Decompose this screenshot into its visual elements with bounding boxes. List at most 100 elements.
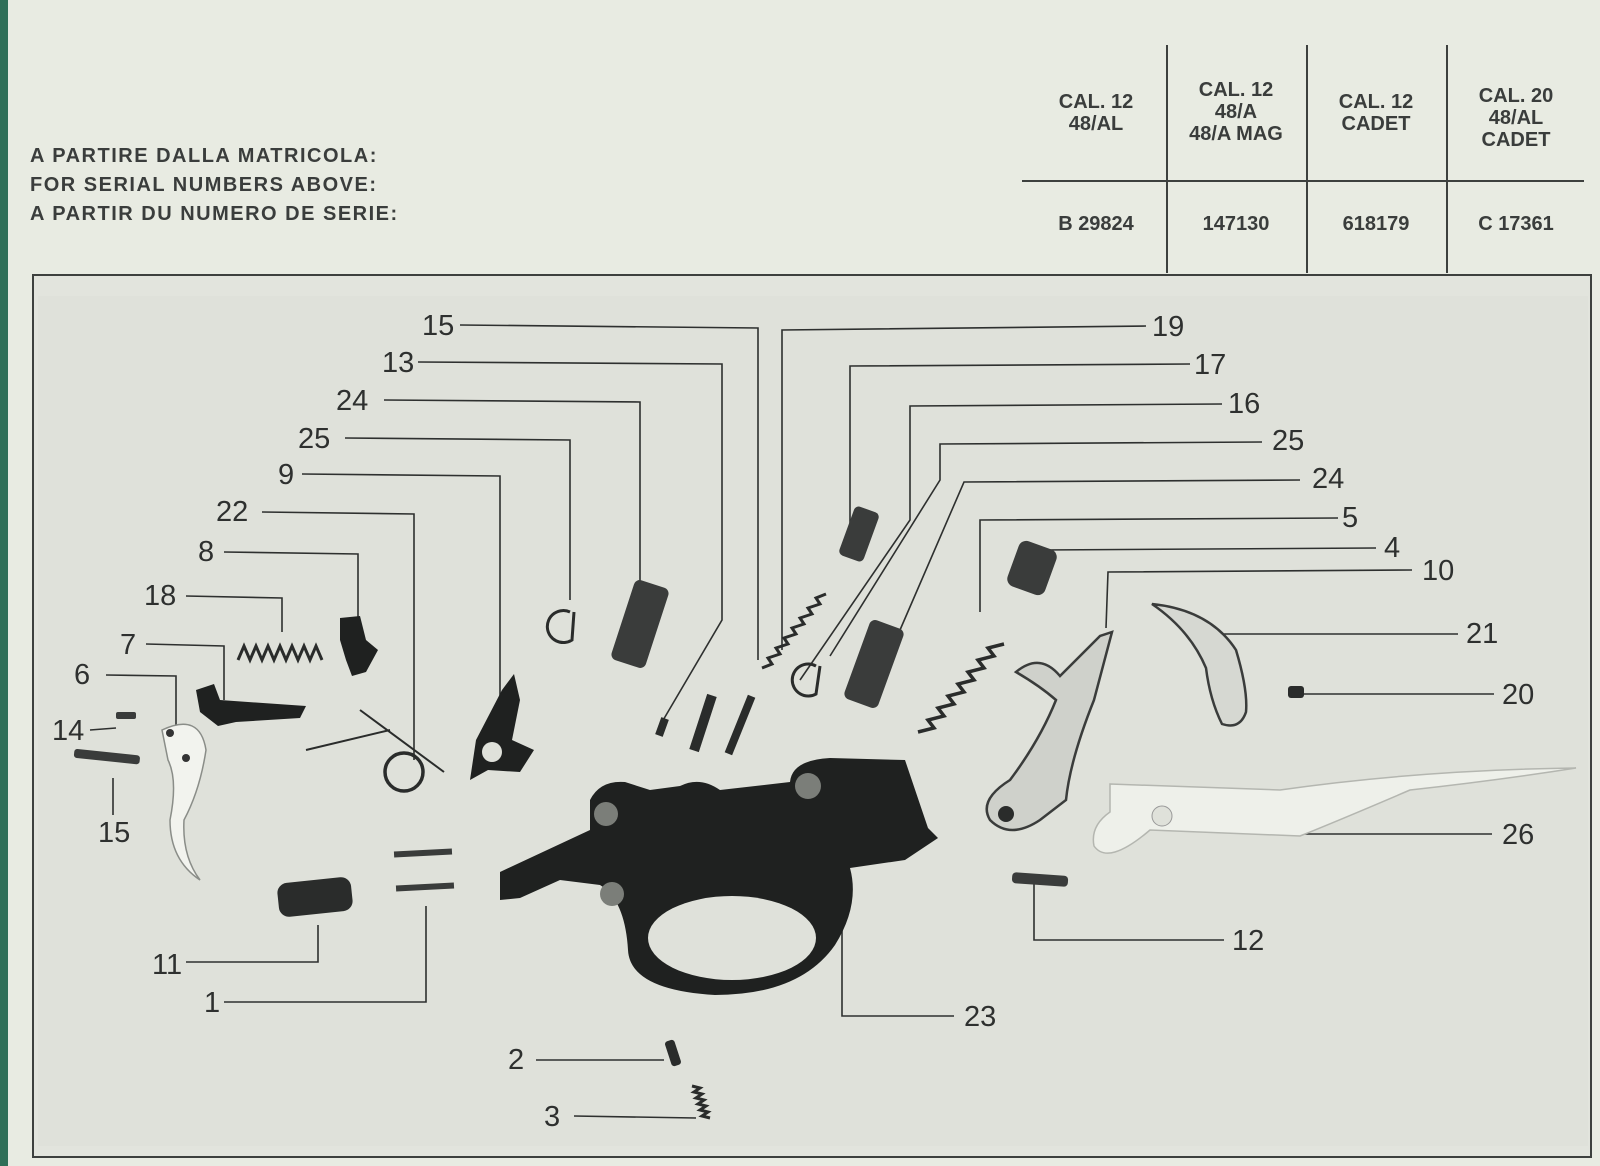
leader-19 [781,325,1147,650]
serial-heading-italian: A PARTIRE DALLA MATRICOLA: [30,145,378,167]
leader-24b [899,479,1301,631]
trigger-guard-opening [648,896,816,980]
spring-18 [236,642,324,664]
serial-heading-english: FOR SERIAL NUMBERS ABOVE: [30,174,378,196]
pin-1a [393,848,453,858]
housing-hole [594,802,618,826]
leader-5 [979,517,1339,612]
callout-4: 4 [1384,532,1401,564]
serial-cal12-cadet: 618179 [1342,213,1410,235]
leader-lines [89,324,1494,1119]
callout-13: 13 [382,347,415,379]
table-divider [1306,45,1308,273]
leader-8 [223,551,359,618]
part-8 [340,616,378,676]
column-heading-cal12-48al: CAL. 12 48/AL [1058,91,1134,135]
leader-23 [841,918,954,1017]
callout-25-left: 25 [298,423,331,455]
pin-15-right [724,694,756,756]
spring-22-leg [305,729,391,751]
callout-22: 22 [216,496,249,528]
serial-cal12-48a: 147130 [1202,213,1270,235]
callout-24-left: 24 [336,385,369,417]
serial-heading-french: A PARTIR DU NUMERO DE SERIE: [30,203,399,225]
leader-22 [261,511,415,760]
sleeve-24a [611,580,669,668]
leader-6 [105,674,177,728]
column-heading-cal20-cadet: CAL. 20 48/AL CADET [1478,85,1554,151]
pin-2 [665,1039,681,1067]
pin-1b [395,882,455,892]
callout-11: 11 [152,949,183,981]
diagram-photo-area [38,296,1588,1146]
leader-25b [829,441,1263,657]
sleeve-24b [844,620,904,708]
trigger-pin-hole [182,754,190,762]
callout-12: 12 [1232,925,1265,957]
callout-16: 16 [1228,388,1261,420]
callout-26: 26 [1502,819,1535,851]
parts [73,506,1577,1120]
callout-15-top: 15 [422,310,455,342]
part-20 [1288,686,1304,698]
spring-5 [917,642,1005,734]
ring-25b [790,662,822,698]
callout-23: 23 [964,1001,997,1033]
pin-12 [1011,872,1069,887]
leader-25a [344,437,571,600]
callout-25-right: 25 [1272,425,1305,457]
callout-3: 3 [544,1101,561,1133]
pin-14 [116,712,136,719]
serial-cal12-48al: B 29824 [1058,213,1134,235]
leader-10 [1105,569,1413,629]
hammer-10 [985,630,1114,832]
spring-19 [761,592,827,670]
callout-8: 8 [198,536,215,568]
leader-3 [573,1115,697,1119]
table-divider [1446,45,1448,273]
callout-7: 7 [120,629,137,661]
callout-9: 9 [278,459,295,491]
table-divider [1166,45,1168,273]
part-11 [277,877,353,917]
spring-3 [690,1084,712,1120]
serial-heading: A PARTIRE DALLA MATRICOLA: FOR SERIAL NU… [30,142,399,229]
callout-20: 20 [1502,679,1535,711]
callout-24-right: 24 [1312,463,1345,495]
table-header-rule [1022,180,1584,182]
part-9 [470,674,534,780]
callout-14: 14 [52,715,85,747]
sleeve-4 [1007,540,1057,596]
ring-25a [545,609,576,645]
part-7 [196,684,306,726]
column-heading-cal12-48a: CAL. 12 48/A 48/A MAG [1189,79,1283,145]
callout-6: 6 [74,659,91,691]
spring-22 [383,751,425,793]
leader-7 [145,643,225,700]
trigger-15 [161,723,207,881]
leader-9 [301,473,501,700]
leader-12 [1033,884,1224,941]
callout-17: 17 [1194,349,1227,381]
part-21 [1151,602,1248,727]
leader-1 [224,906,427,1003]
leader-4 [1039,547,1377,551]
pin-13-small [655,717,669,737]
plate-26 [1092,767,1577,854]
serial-cal20-cadet: C 17361 [1478,213,1554,235]
trigger-pin-hole [166,729,174,737]
hammer-hole [998,806,1014,822]
spring-22-leg [359,709,445,773]
callout-2: 2 [508,1044,525,1076]
column-heading-cal12-cadet: CAL. 12 CADET [1338,91,1414,135]
housing-hole [795,773,821,799]
callout-19: 19 [1152,311,1185,343]
sleeve-17 [839,506,879,562]
leader-18 [185,595,283,632]
callout-5: 5 [1342,502,1359,534]
housing-hole [600,882,624,906]
leader-16 [799,403,1223,681]
part-9-hole [482,742,502,762]
leader-24a [383,399,641,600]
